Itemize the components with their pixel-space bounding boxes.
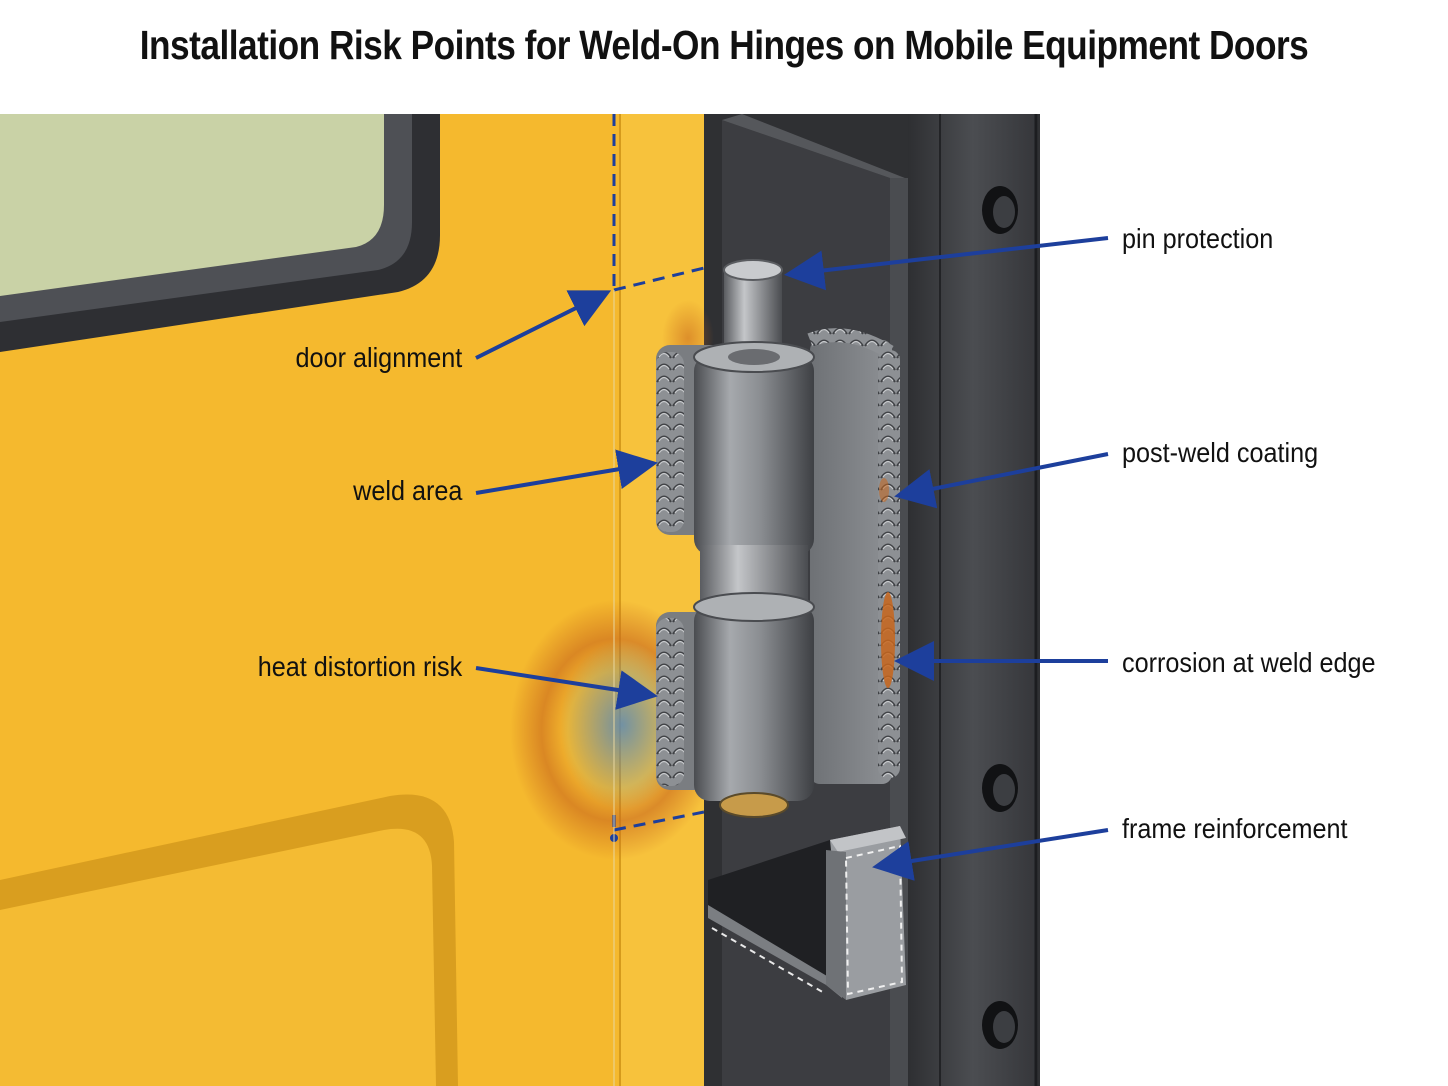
arrow-post-weld-coating xyxy=(894,452,1109,509)
arrow-frame-reinforcement xyxy=(872,828,1109,881)
callout-frame-reinforcement: frame reinforcement xyxy=(1122,813,1348,844)
door-lower-panel xyxy=(0,794,458,1086)
page-title: Installation Risk Points for Weld-On Hin… xyxy=(139,22,1309,68)
callout-arrows xyxy=(475,236,1109,881)
door-window xyxy=(0,114,440,352)
callout-corrosion-at-weld-edge: corrosion at weld edge xyxy=(1122,647,1376,678)
frame-holes xyxy=(982,186,1018,1049)
callout-pin-protection: pin protection xyxy=(1122,223,1274,254)
callout-weld-area: weld area xyxy=(352,475,462,506)
arrow-door-alignment xyxy=(475,290,612,360)
callout-post-weld-coating: post-weld coating xyxy=(1122,437,1319,468)
hinge-knuckles xyxy=(693,341,815,818)
arrow-pin-protection xyxy=(784,236,1109,291)
arrow-heat-distortion xyxy=(475,666,658,710)
arrow-weld-area xyxy=(475,449,658,495)
hinge-frame-leaf xyxy=(807,328,900,784)
callout-door-alignment: door alignment xyxy=(295,342,462,373)
callout-heat-distortion-risk: heat distortion risk xyxy=(257,651,462,682)
